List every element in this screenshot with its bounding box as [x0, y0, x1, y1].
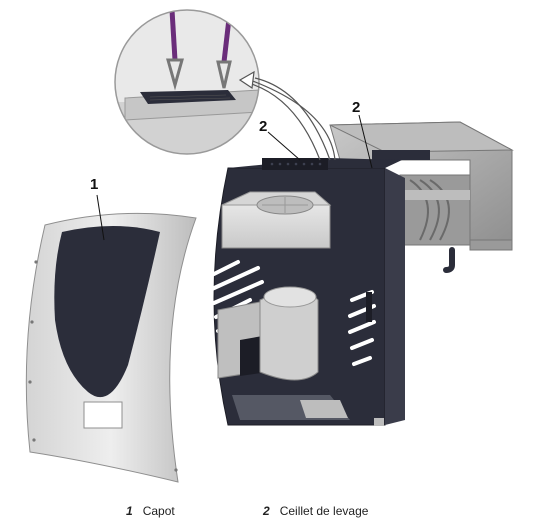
unit-body: [210, 158, 405, 426]
detail-arrows: [238, 70, 336, 161]
callout-1-cover: 1: [90, 176, 98, 193]
legend-item-2: 2 Ceillet de levage: [263, 504, 368, 518]
legend-label: Capot: [142, 504, 175, 518]
cover-panel: [25, 212, 197, 483]
legend: 1 Capot 2 Ceillet de levage: [0, 504, 534, 524]
legend-label: Ceillet de levage: [279, 504, 369, 518]
lifting-detail-inset: [114, 9, 260, 155]
callout-2-lifting-eye-left: 2: [259, 118, 267, 135]
legend-number: 2: [263, 504, 270, 518]
callout-leaders: [96, 114, 373, 241]
rear-frame: [329, 121, 514, 273]
legend-item-1: 1 Capot: [126, 504, 175, 518]
legend-number: 1: [126, 504, 133, 518]
callout-2-lifting-eye-right: 2: [352, 99, 360, 116]
